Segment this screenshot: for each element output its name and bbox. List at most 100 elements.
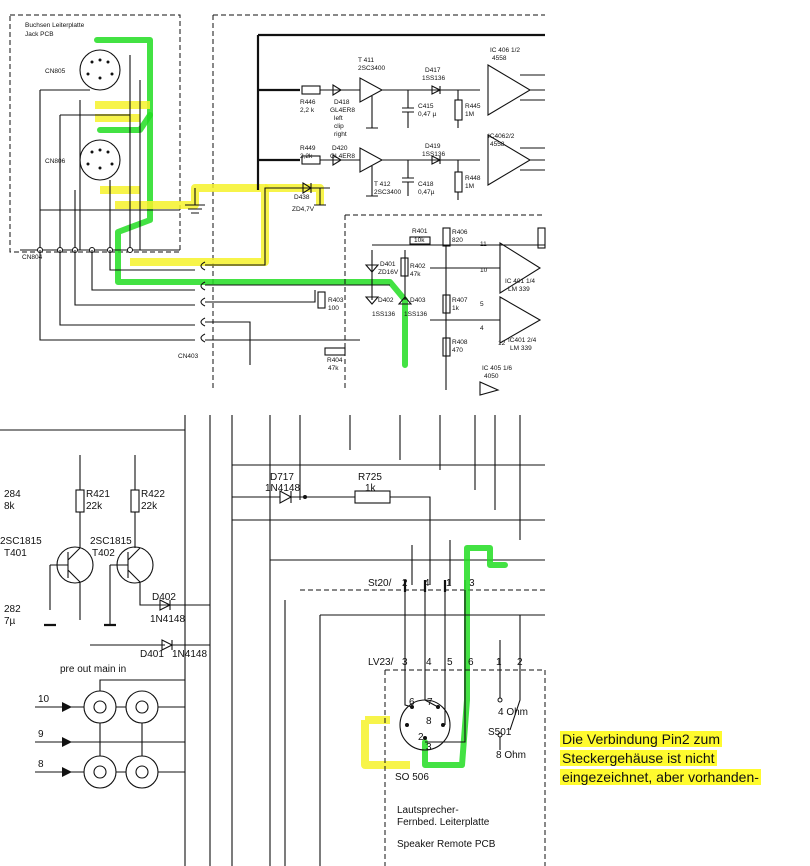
led-d418-icon: [332, 84, 343, 96]
svg-text:D402: D402: [378, 297, 394, 304]
svg-text:1N4148: 1N4148: [265, 483, 300, 494]
svg-text:10k: 10k: [414, 237, 425, 244]
zener-d438-icon: [295, 182, 320, 194]
clip-row-2: R449 2,2k D420 GL4ER8 T 412 2SC3400 D419…: [300, 133, 545, 200]
svg-text:47k: 47k: [328, 365, 339, 372]
svg-text:clip: clip: [334, 123, 344, 130]
svg-text:D420: D420: [332, 145, 348, 152]
resistor-r725: [354, 490, 391, 504]
cn806-label: CN806: [45, 158, 66, 165]
green-trace-main: [115, 112, 408, 368]
svg-text:right: right: [334, 131, 347, 138]
svg-text:1M: 1M: [465, 111, 474, 118]
svg-text:R445: R445: [465, 103, 481, 110]
jack-pcb-label-de: Buchsen Leiterplatte: [25, 22, 85, 29]
svg-text:284: 284: [4, 489, 21, 500]
svg-text:0,47µ: 0,47µ: [418, 189, 435, 196]
diode-d402-b-icon: [159, 599, 172, 611]
jack-pcb-border: [9, 14, 181, 253]
bus-horiz: [0, 429, 545, 561]
svg-text:4: 4: [424, 578, 430, 589]
svg-text:St20/: St20/: [368, 578, 392, 589]
rca-jacks: pre out main in 10 9 8: [35, 664, 185, 789]
cn403-connector: CN403: [178, 261, 206, 360]
svg-text:left: left: [334, 115, 343, 122]
annotation-note: Die Verbindung Pin2 zum Steckergehäuse i…: [560, 730, 805, 787]
d717-r725: D717 1N4148 R725 1k: [232, 472, 431, 585]
yellow-trace-zener: [265, 184, 324, 205]
svg-text:2: 2: [517, 657, 523, 668]
led-d420-icon: [332, 154, 343, 166]
svg-text:5: 5: [447, 657, 453, 668]
svg-text:R404: R404: [327, 357, 343, 364]
note-line-1: Die Verbindung Pin2 zum: [560, 731, 722, 747]
svg-text:D401: D401: [380, 261, 396, 268]
svg-text:1N4148: 1N4148: [150, 614, 185, 625]
svg-text:282: 282: [4, 604, 21, 615]
comparator-ic401-2-icon: [499, 296, 542, 344]
svg-text:ZD16V: ZD16V: [378, 269, 399, 276]
svg-text:22k: 22k: [141, 501, 158, 512]
svg-text:1SS136: 1SS136: [404, 311, 428, 318]
svg-text:R406: R406: [452, 229, 468, 236]
svg-text:R401: R401: [412, 228, 428, 235]
svg-text:S501: S501: [488, 727, 512, 738]
svg-text:D403: D403: [410, 297, 426, 304]
transistor-t411-icon: [359, 77, 384, 103]
comparator-ic401-1-icon: [499, 242, 542, 294]
svg-text:8: 8: [38, 759, 44, 770]
svg-text:C415: C415: [418, 103, 434, 110]
svg-text:Lautsprecher-: Lautsprecher-: [397, 805, 459, 816]
svg-text:10: 10: [480, 267, 488, 274]
note-line-2: Steckergehäuse ist nicht: [560, 750, 717, 766]
svg-text:9: 9: [38, 729, 44, 740]
svg-text:LM 339: LM 339: [508, 286, 530, 293]
supply-rail: [256, 33, 545, 190]
svg-text:Speaker Remote PCB: Speaker Remote PCB: [397, 839, 496, 850]
svg-text:1k: 1k: [452, 305, 460, 312]
svg-text:1SS136: 1SS136: [372, 311, 396, 318]
diode-d401-b-icon: [90, 639, 210, 651]
opamp-ic4062-icon: [487, 134, 532, 186]
svg-text:8 Ohm: 8 Ohm: [496, 750, 526, 761]
svg-text:3: 3: [469, 578, 475, 589]
svg-text:2SC3400: 2SC3400: [374, 189, 401, 196]
svg-text:D401: D401: [140, 649, 164, 660]
svg-text:D717: D717: [270, 472, 294, 483]
svg-text:4 Ohm: 4 Ohm: [498, 707, 528, 718]
svg-text:100: 100: [328, 305, 339, 312]
svg-text:R408: R408: [452, 339, 468, 346]
svg-text:0,47 µ: 0,47 µ: [418, 111, 436, 118]
yellow-trace-so506: [361, 716, 410, 769]
cn805-label: CN805: [45, 68, 66, 75]
svg-text:R725: R725: [358, 472, 382, 483]
svg-text:2SC1815: 2SC1815: [90, 536, 132, 547]
diode-d417-icon: [431, 85, 442, 95]
svg-text:D419: D419: [425, 143, 441, 150]
svg-text:6: 6: [409, 697, 415, 708]
svg-text:GL4ER8: GL4ER8: [330, 153, 355, 160]
diode-d403-icon: [397, 296, 413, 305]
svg-text:R407: R407: [452, 297, 468, 304]
svg-text:ZD4,7V: ZD4,7V: [292, 206, 315, 213]
top-schematic: Buchsen Leiterplatte Jack PCB CN805 CN80…: [9, 14, 546, 396]
jack-wiring: [39, 55, 180, 250]
svg-text:2: 2: [418, 732, 424, 743]
note-line-3: eingezeichnet, aber vorhanden-: [560, 769, 761, 785]
svg-text:4: 4: [426, 657, 432, 668]
svg-text:D438: D438: [294, 194, 310, 201]
svg-text:1SS136: 1SS136: [422, 151, 446, 158]
svg-text:R402: R402: [410, 263, 426, 270]
svg-text:T 412: T 412: [374, 181, 391, 188]
svg-text:6: 6: [468, 657, 474, 668]
svg-text:470: 470: [452, 347, 463, 354]
svg-text:C418: C418: [418, 181, 434, 188]
bottom-schematic: R421 22k R422 22k 284 8k 2SC1815 T401 2S…: [0, 415, 546, 866]
svg-text:12: 12: [498, 340, 506, 347]
svg-text:1N4148: 1N4148: [172, 649, 207, 660]
svg-text:IC 406 1/2: IC 406 1/2: [490, 47, 520, 54]
yellow-trace-cn805: [95, 101, 150, 122]
svg-text:IC 405 1/6: IC 405 1/6: [482, 365, 512, 372]
svg-text:3: 3: [426, 742, 432, 753]
svg-text:3: 3: [402, 657, 408, 668]
